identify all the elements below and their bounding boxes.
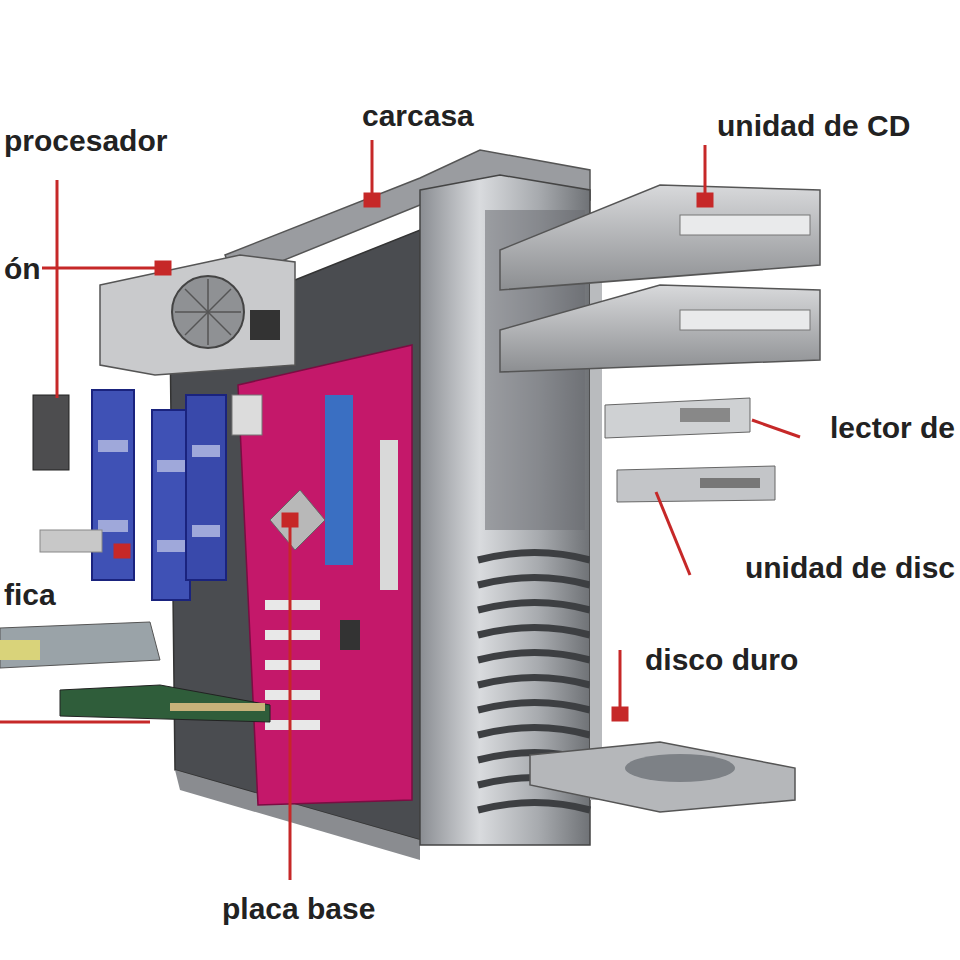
part-label: carcasa [362, 99, 474, 132]
part-label: ón [4, 252, 41, 285]
part-label: lector de [830, 411, 955, 444]
part-label: unidad de disc [745, 551, 955, 584]
part-label: disco duro [645, 643, 798, 676]
part-label: placa base [222, 892, 375, 925]
part-label: unidad de CD [717, 109, 910, 142]
part-label: fica [4, 578, 56, 611]
part-label: procesador [4, 124, 167, 157]
